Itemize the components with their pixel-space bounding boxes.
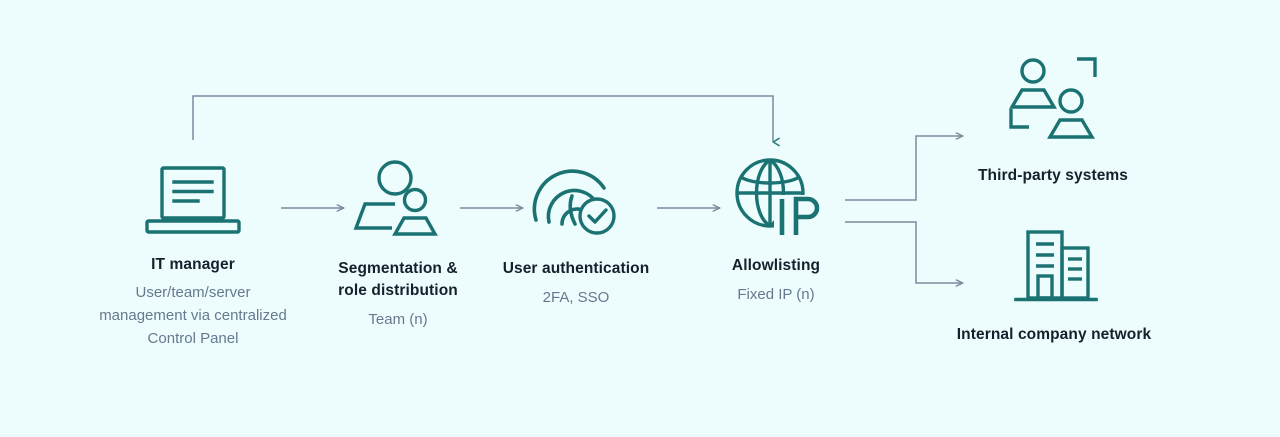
node-third-party: Third-party systems <box>940 55 1166 187</box>
node-allowlisting: Allowlisting Fixed IP (n) <box>688 155 864 307</box>
fingerprint-check-icon <box>532 169 616 235</box>
third-party-users-icon <box>1009 57 1097 139</box>
node-subtitle: User/team/server management via centrali… <box>99 284 287 347</box>
node-subtitle: Team (n) <box>368 311 428 328</box>
laptop-icon <box>145 166 241 234</box>
node-title: Third-party systems <box>977 167 1129 184</box>
users-group-icon <box>353 160 438 236</box>
globe-ip-icon <box>735 158 820 239</box>
globe-ip-label <box>774 195 820 239</box>
node-title: Segmentation & role distribution <box>338 260 458 299</box>
arrow-allowlisting-to-internal-network <box>845 221 964 287</box>
node-subtitle: 2FA, SSO <box>542 289 610 306</box>
node-internal-network: Internal company network <box>930 228 1178 346</box>
node-title: IT manager <box>151 256 235 273</box>
node-title: Allowlisting <box>731 257 821 274</box>
node-title: User authentication <box>502 260 650 277</box>
arrow-feedback-loop <box>192 95 780 147</box>
office-buildings-icon <box>1014 230 1098 302</box>
node-it-manager: IT manager User/team/server management v… <box>62 162 324 350</box>
node-authentication: User authentication 2FA, SSO <box>478 158 674 310</box>
node-subtitle: Fixed IP (n) <box>737 286 815 303</box>
arrow-allowlisting-to-third-party <box>845 132 964 201</box>
node-title: Internal company network <box>956 326 1152 343</box>
node-segmentation: Segmentation & role distribution Team (n… <box>312 158 484 332</box>
